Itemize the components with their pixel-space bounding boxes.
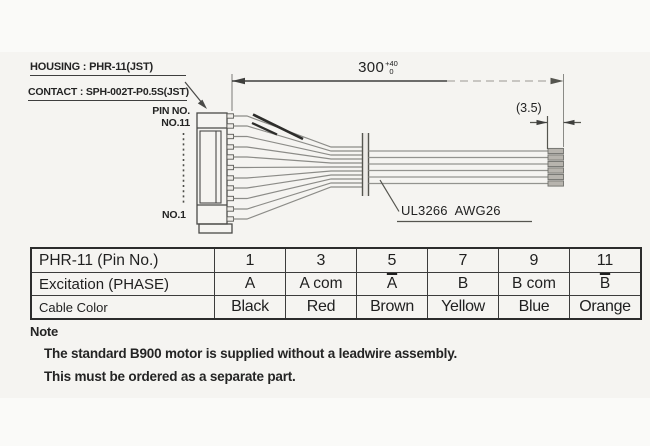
wire [233, 125, 363, 152]
pin-number-label: PIN NO.NO.11 [138, 105, 190, 129]
wire [233, 178, 363, 200]
table-cell: B com [498, 272, 570, 296]
stripped-tip [547, 173, 564, 181]
strip-length-dimension-text: (3.5) [516, 101, 542, 115]
row-label: Cable Color [30, 295, 215, 320]
page-background-top [0, 0, 650, 52]
wire-spec-label: UL3266 AWG26 [401, 203, 501, 218]
wire [233, 156, 363, 164]
contact-label: CONTACT : SPH-002T-P0.5S(JST) [28, 86, 189, 101]
dimension-300 [231, 74, 564, 147]
stripped-tip [547, 160, 564, 168]
pin-stub [226, 123, 234, 129]
table-cell: Yellow [427, 295, 499, 320]
stripped-tip [547, 154, 564, 161]
bold-wire-marks [251, 113, 304, 141]
pin-stub [226, 195, 234, 202]
stripped-tip [547, 147, 564, 155]
pin-stub [226, 216, 234, 222]
pin-stub [226, 144, 234, 150]
wire [233, 182, 363, 210]
row-label: Excitation (PHASE) [30, 272, 215, 296]
cable-run [368, 150, 548, 185]
table-cell: A [356, 272, 428, 296]
table-cell: B [569, 272, 642, 296]
wire [233, 146, 363, 160]
page-background-bottom [0, 398, 650, 446]
pin-stub [226, 175, 234, 181]
pin-stub [226, 206, 234, 212]
dimension-3-5 [530, 116, 581, 149]
note-title: Note [30, 324, 59, 339]
label-leader-arrow [184, 81, 207, 109]
pin-1-label: NO.1 [162, 209, 186, 221]
pin-stub [226, 185, 234, 191]
row-label: PHR-11 (Pin No.) [30, 247, 215, 273]
table-cell: Orange [569, 295, 642, 320]
note-line-1: The standard B900 motor is supplied with… [44, 346, 458, 361]
wire [233, 186, 363, 220]
pin-stub [226, 113, 234, 119]
wire [233, 135, 363, 156]
table-cell: Brown [356, 295, 428, 320]
table-cell: 7 [427, 247, 499, 273]
table-cell: Red [285, 295, 357, 320]
connector-housing [196, 112, 233, 234]
housing-label: HOUSING : PHR-11(JST) [30, 61, 186, 76]
pin-stub [226, 154, 234, 160]
table-cell: B [427, 272, 499, 296]
wire-fan [233, 115, 363, 220]
stripped-tip [547, 180, 564, 187]
table-cell: 11 [569, 247, 642, 273]
pin-stub [226, 133, 234, 140]
table-cell: A com [285, 272, 357, 296]
wire-spec-leader [379, 179, 532, 223]
wire [233, 174, 363, 189]
wire [233, 166, 363, 169]
pin-11-text: NO.11 [161, 116, 190, 129]
note-line-2: This must be ordered as a separate part. [44, 369, 296, 384]
wire [233, 115, 363, 148]
table-cell: 5 [356, 247, 428, 273]
contact-pin-stubs [226, 113, 234, 222]
table-cell: 3 [285, 247, 357, 273]
table-cell: A [214, 272, 286, 296]
table-cell: Black [214, 295, 286, 320]
length-value: 300 [358, 59, 385, 76]
table-cell: 9 [498, 247, 570, 273]
length-tol-upper: +40 [385, 59, 398, 68]
wire [233, 170, 363, 179]
table-cell: 1 [214, 247, 286, 273]
length-tol-lower: 0 [389, 66, 394, 76]
pin-no-text: PIN NO. [152, 105, 190, 117]
pin-stub [226, 164, 234, 171]
stripped-wire-tips [547, 147, 564, 187]
bundle-band [361, 133, 370, 196]
stripped-tip [547, 167, 564, 174]
table-cell: Blue [498, 295, 570, 320]
